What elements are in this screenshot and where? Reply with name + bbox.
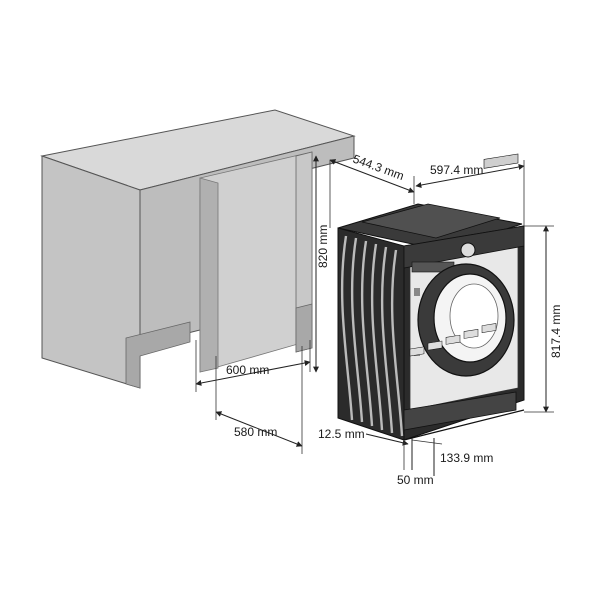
washing-machine — [337, 153, 525, 441]
dim-line-cabinet-width — [195, 360, 311, 386]
label-plinth-height: 133.9 mm — [440, 451, 493, 465]
cabinet-front-left — [41, 155, 141, 389]
door-hinge-top — [414, 288, 420, 296]
machine-side-ribs — [340, 235, 404, 437]
plinth-slots — [409, 323, 497, 357]
machine-top-panel — [361, 203, 501, 239]
label-front-offset: 12.5 mm — [318, 427, 365, 441]
label-cabinet-width: 600 mm — [226, 363, 269, 377]
program-knob — [460, 242, 476, 258]
machine-base — [403, 409, 525, 441]
dim-line-front-offset — [365, 433, 409, 446]
cabinet-right-foot — [295, 303, 313, 353]
dimension-lines — [195, 155, 554, 476]
cabinet-plinth-left — [125, 321, 191, 389]
display-window — [483, 153, 519, 169]
label-cabinet-height: 820 mm — [316, 225, 330, 268]
label-cabinet-depth: 580 mm — [234, 425, 277, 439]
dim-line-depth-top — [329, 159, 415, 193]
cabinet-inner-wall — [199, 177, 219, 373]
machine-plinth — [403, 391, 517, 431]
dim-line-cabinet-depth — [215, 411, 303, 447]
kitchen-cabinet — [40, 109, 356, 389]
label-machine-height: 817.4 mm — [549, 305, 563, 358]
label-width-top: 597.4 mm — [430, 163, 483, 177]
dim-line-width-top — [415, 164, 525, 188]
label-plinth-depth: 50 mm — [397, 473, 434, 487]
